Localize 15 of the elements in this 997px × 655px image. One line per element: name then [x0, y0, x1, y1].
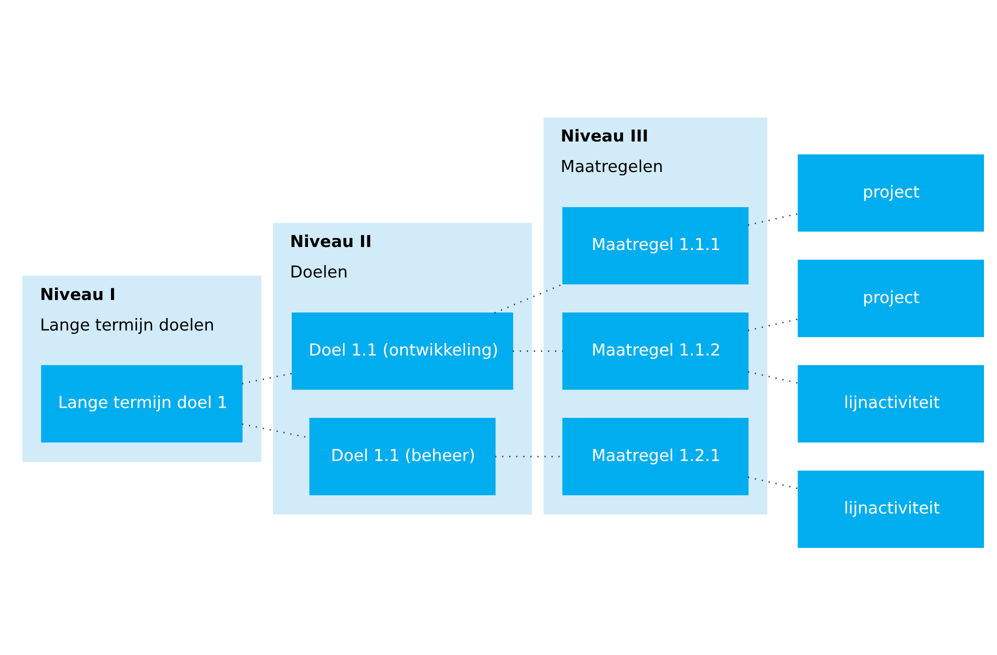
- node-box: lijnactiviteit: [798, 470, 984, 548]
- node-box: Maatregel 1.1.2: [562, 312, 749, 390]
- node-box: Maatregel 1.1.1: [562, 206, 749, 284]
- connector: [748, 370, 798, 384]
- node-box: project: [798, 154, 984, 232]
- node-box: Doel 1.1 (ontwikkeling): [292, 312, 514, 390]
- connector: [242, 372, 292, 384]
- node-box: Lange termijn doel 1: [41, 364, 243, 442]
- node-box: Maatregel 1.2.1: [562, 417, 749, 495]
- connector: [748, 318, 798, 331]
- node-box: project: [798, 259, 984, 337]
- connector: [748, 212, 798, 226]
- connector: [748, 476, 798, 489]
- node-box: lijnactiviteit: [798, 364, 984, 442]
- node-box: Doel 1.1 (beheer): [309, 417, 496, 495]
